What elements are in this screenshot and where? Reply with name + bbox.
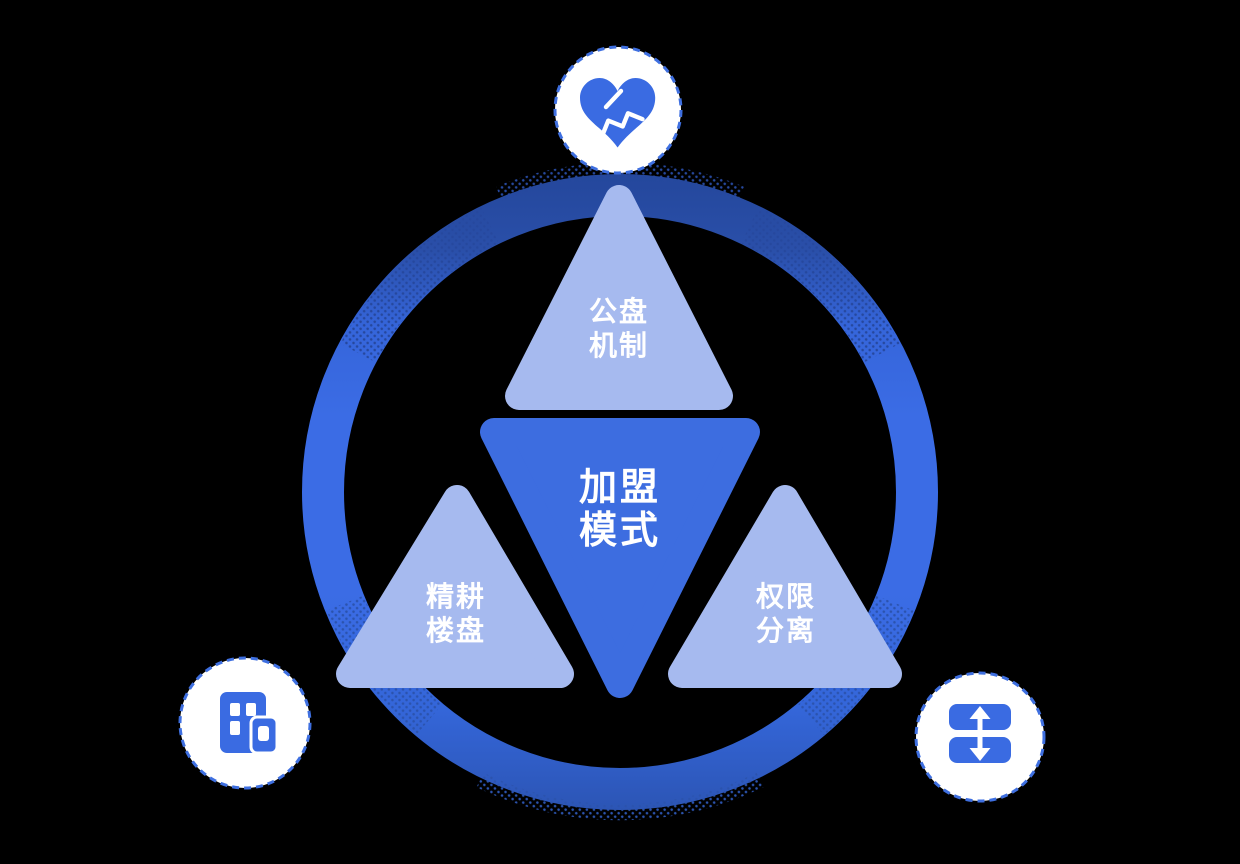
triangle-bottom-left: [336, 485, 574, 688]
building-window: [246, 703, 256, 716]
heart-handshake-icon: [580, 78, 656, 148]
building-window: [230, 703, 240, 716]
handshake-lines: [587, 88, 645, 136]
label-top-line1: 公盘: [589, 295, 649, 327]
label-left-line1: 精耕: [426, 581, 486, 612]
triangle-bottom-right: [668, 485, 902, 688]
label-center-line2: 模式: [579, 510, 661, 552]
building-window: [230, 721, 240, 735]
badge-bottom-left: [178, 656, 312, 790]
label-right-line2: 分离: [756, 614, 816, 646]
halftone-arc-upper-left: [340, 207, 500, 363]
badge-top: [553, 45, 683, 175]
halftone-accents: [326, 162, 914, 821]
label-right-line1: 权限: [755, 581, 816, 612]
badge-bottom-right: [914, 671, 1046, 803]
label-center-line1: 加盟: [579, 467, 661, 509]
label-left-line2: 楼盘: [426, 614, 486, 646]
triangle-top: [505, 185, 733, 410]
building-icon: [220, 692, 279, 755]
halftone-arc-bottom-halo: [476, 772, 764, 821]
arrow-head-up: [969, 706, 991, 719]
handshake-notch-line: [603, 88, 624, 110]
arrow-head-down: [969, 748, 991, 761]
heart-shape: [580, 78, 656, 148]
arrow-shaft: [977, 717, 983, 750]
halftone-arc-upper-right: [740, 207, 900, 363]
label-top-line2: 机制: [589, 330, 649, 361]
building-annex-window: [258, 726, 269, 741]
triangle-center: [480, 418, 760, 698]
handshake-fingers-line: [587, 111, 645, 136]
split-rows-arrows-icon: [949, 704, 1011, 763]
